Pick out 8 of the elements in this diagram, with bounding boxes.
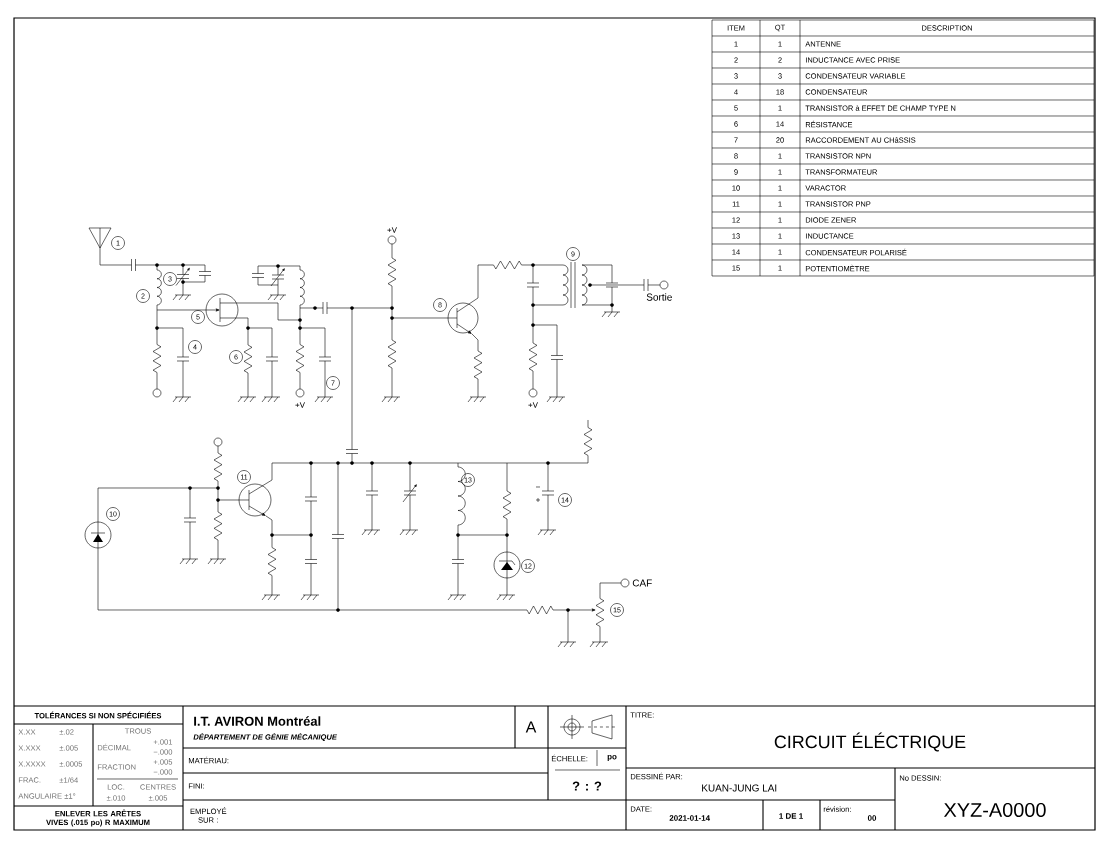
drawing-title: CIRCUIT ÉLÉCTRIQUE [774,732,966,752]
terminal-label: CAF [632,579,652,587]
school-name: I.T. AVIRON Montréal [194,716,321,726]
terminal-label: Sortie [646,293,672,301]
author-name: KUAN-JUNG LAI [702,784,777,792]
scale-text: ? : ? [572,781,602,791]
sheet-size-letter: A [525,721,537,733]
drawing-number: XYZ-A0000 [943,802,1046,818]
